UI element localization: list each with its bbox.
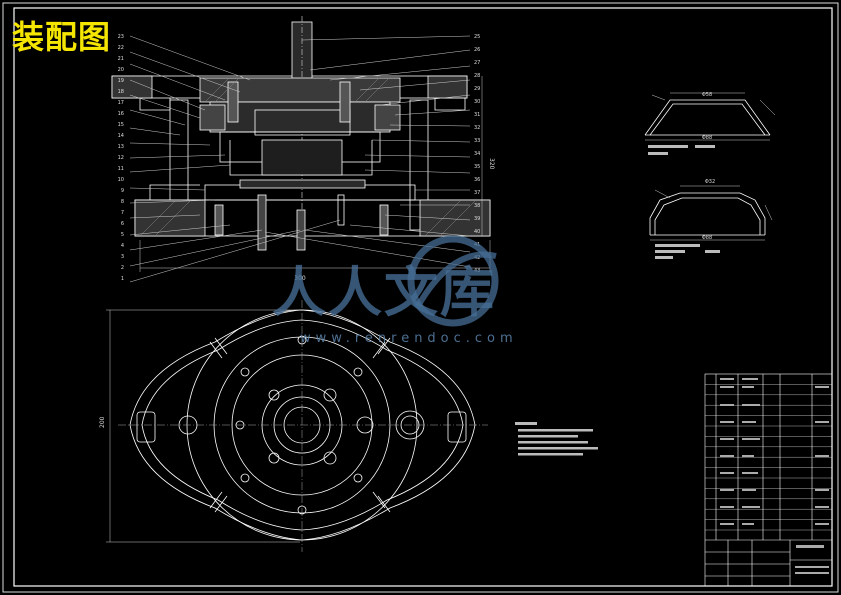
inner-frame — [13, 7, 833, 587]
balloon-number: 37 — [474, 190, 480, 196]
balloon-number: 17 — [118, 100, 124, 106]
balloon-number: 12 — [118, 155, 124, 161]
balloon-number: 38 — [474, 203, 480, 209]
balloon-number: 28 — [474, 73, 480, 79]
balloon-number: 39 — [474, 216, 480, 222]
balloon-number: 25 — [474, 34, 480, 40]
section-height-dim: 320 — [488, 158, 495, 170]
balloon-number: 36 — [474, 177, 480, 183]
leader-lines-right — [264, 35, 471, 268]
balloon-number: 11 — [118, 166, 124, 172]
leader-lines-left — [129, 35, 341, 283]
parts-list — [704, 373, 833, 587]
balloon-number: 2 — [121, 265, 124, 271]
balloon-number: 23 — [118, 34, 124, 40]
balloon-number: 19 — [118, 78, 124, 84]
parts-list-rows — [705, 384, 832, 531]
plan-centerlines — [118, 300, 488, 552]
section-width-dim: 300 — [294, 275, 306, 282]
part2-top-dim: Φ32 — [705, 179, 715, 185]
balloon-number: 1 — [121, 276, 124, 282]
balloon-number: 6 — [121, 221, 124, 227]
technical-notes — [515, 422, 598, 456]
drawing-title: 装配图 — [12, 18, 112, 56]
balloon-number: 32 — [474, 125, 480, 131]
part1-notes — [648, 145, 715, 155]
balloon-number: 9 — [121, 188, 124, 194]
watermark-logo-icon — [407, 235, 499, 327]
parts-list-text — [720, 378, 829, 574]
balloon-number: 3 — [121, 254, 124, 260]
section-view — [111, 16, 491, 251]
plan-dimensions — [106, 309, 300, 543]
plan-height-dim: 200 — [99, 416, 106, 428]
balloon-number: 8 — [121, 199, 124, 205]
balloon-number: 4 — [121, 243, 124, 249]
balloon-number: 21 — [118, 56, 124, 62]
balloon-number: 7 — [121, 210, 124, 216]
balloon-number: 31 — [474, 112, 480, 118]
watermark-url: www.renrendoc.com — [300, 331, 518, 346]
part1-base-dim: Φ88 — [702, 135, 712, 141]
balloon-number: 33 — [474, 138, 480, 144]
balloon-number: 22 — [118, 45, 124, 51]
watermark-text: 人人文库 — [272, 260, 496, 324]
balloon-number: 20 — [118, 67, 124, 73]
part-sketch-2 — [649, 185, 773, 241]
balloon-number: 5 — [121, 232, 124, 238]
balloon-number: 29 — [474, 86, 480, 92]
part2-base-dim: Φ88 — [702, 235, 712, 241]
balloon-number: 14 — [118, 133, 124, 139]
balloon-number: 26 — [474, 47, 480, 53]
balloon-number: 35 — [474, 164, 480, 170]
part2-notes — [655, 244, 720, 259]
balloon-number: 43 — [474, 268, 480, 274]
part1-top-dim: Φ58 — [702, 92, 712, 98]
balloon-number: 34 — [474, 151, 480, 157]
balloon-number: 18 — [118, 89, 124, 95]
balloon-number: 16 — [118, 111, 124, 117]
part-sketch-1 — [644, 92, 776, 141]
balloon-number: 40 — [474, 229, 480, 235]
balloon-number: 13 — [118, 144, 124, 150]
balloon-number: 15 — [118, 122, 124, 128]
balloon-number: 27 — [474, 60, 480, 66]
balloon-number: 30 — [474, 99, 480, 105]
balloon-number: 10 — [118, 177, 124, 183]
